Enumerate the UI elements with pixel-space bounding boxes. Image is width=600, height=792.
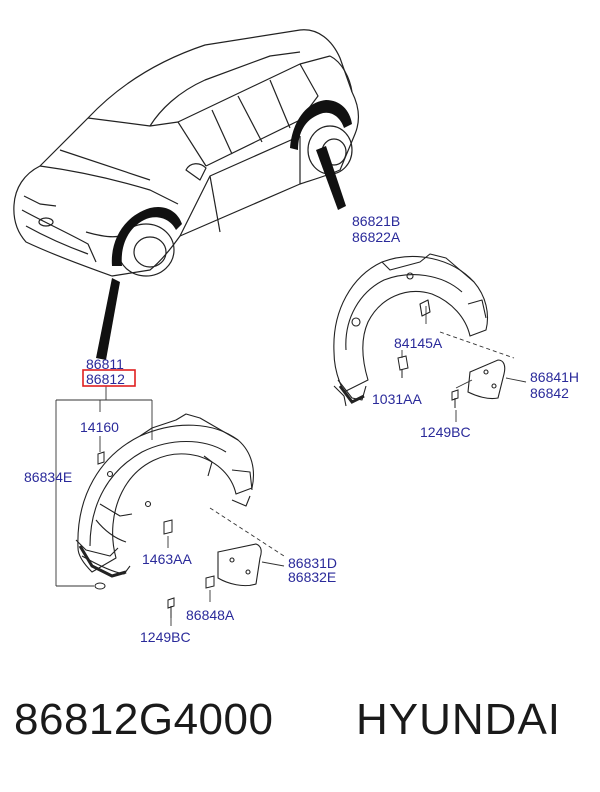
label-flap-rear-lower: 86842 (530, 385, 569, 401)
label-clip-rear: 1031AA (372, 391, 422, 407)
rear-wheel-liner (333, 253, 489, 407)
front-liner-edge (78, 545, 127, 578)
label-screw-front: 1249BC (140, 629, 191, 645)
rear-fasteners (397, 355, 459, 408)
label-nut-rear: 84145A (394, 335, 443, 351)
rear-liner-edge (338, 385, 365, 404)
footer: 86812G4000 HYUNDAI (0, 695, 600, 765)
rear-leader-lines (401, 306, 527, 422)
front-fasteners (94, 451, 215, 618)
label-front-upper: 86811 (86, 356, 124, 372)
highlight-box (82, 369, 136, 387)
brand-name: HYUNDAI (356, 695, 562, 744)
front-bracket-lines (55, 386, 285, 626)
front-arch-liner-highlight (111, 206, 182, 266)
rear-mud-flap (467, 359, 506, 400)
front-mud-flap (217, 543, 262, 587)
label-nut-front: 86848A (186, 607, 235, 623)
label-flap-front-lower: 86832E (288, 569, 336, 585)
part-number: 86812G4000 (14, 695, 274, 744)
label-clip-top: 14160 (80, 419, 119, 435)
label-front-highlight: 86812 (86, 371, 125, 387)
label-screw-rear: 1249BC (420, 424, 471, 440)
label-clip-mid: 1463AA (142, 551, 192, 567)
label-bracket: 86834E (24, 469, 72, 485)
label-flap-rear-upper: 86841H (530, 369, 579, 385)
rear-leader-arrow (316, 146, 346, 210)
label-rear-lower: 86822A (352, 229, 401, 245)
label-rear-upper: 86821B (352, 213, 400, 229)
label-flap-front-upper: 86831D (288, 555, 337, 571)
car-illustration (13, 29, 359, 277)
rear-arch-liner-highlight (290, 100, 352, 150)
front-leader-arrow (96, 278, 120, 360)
